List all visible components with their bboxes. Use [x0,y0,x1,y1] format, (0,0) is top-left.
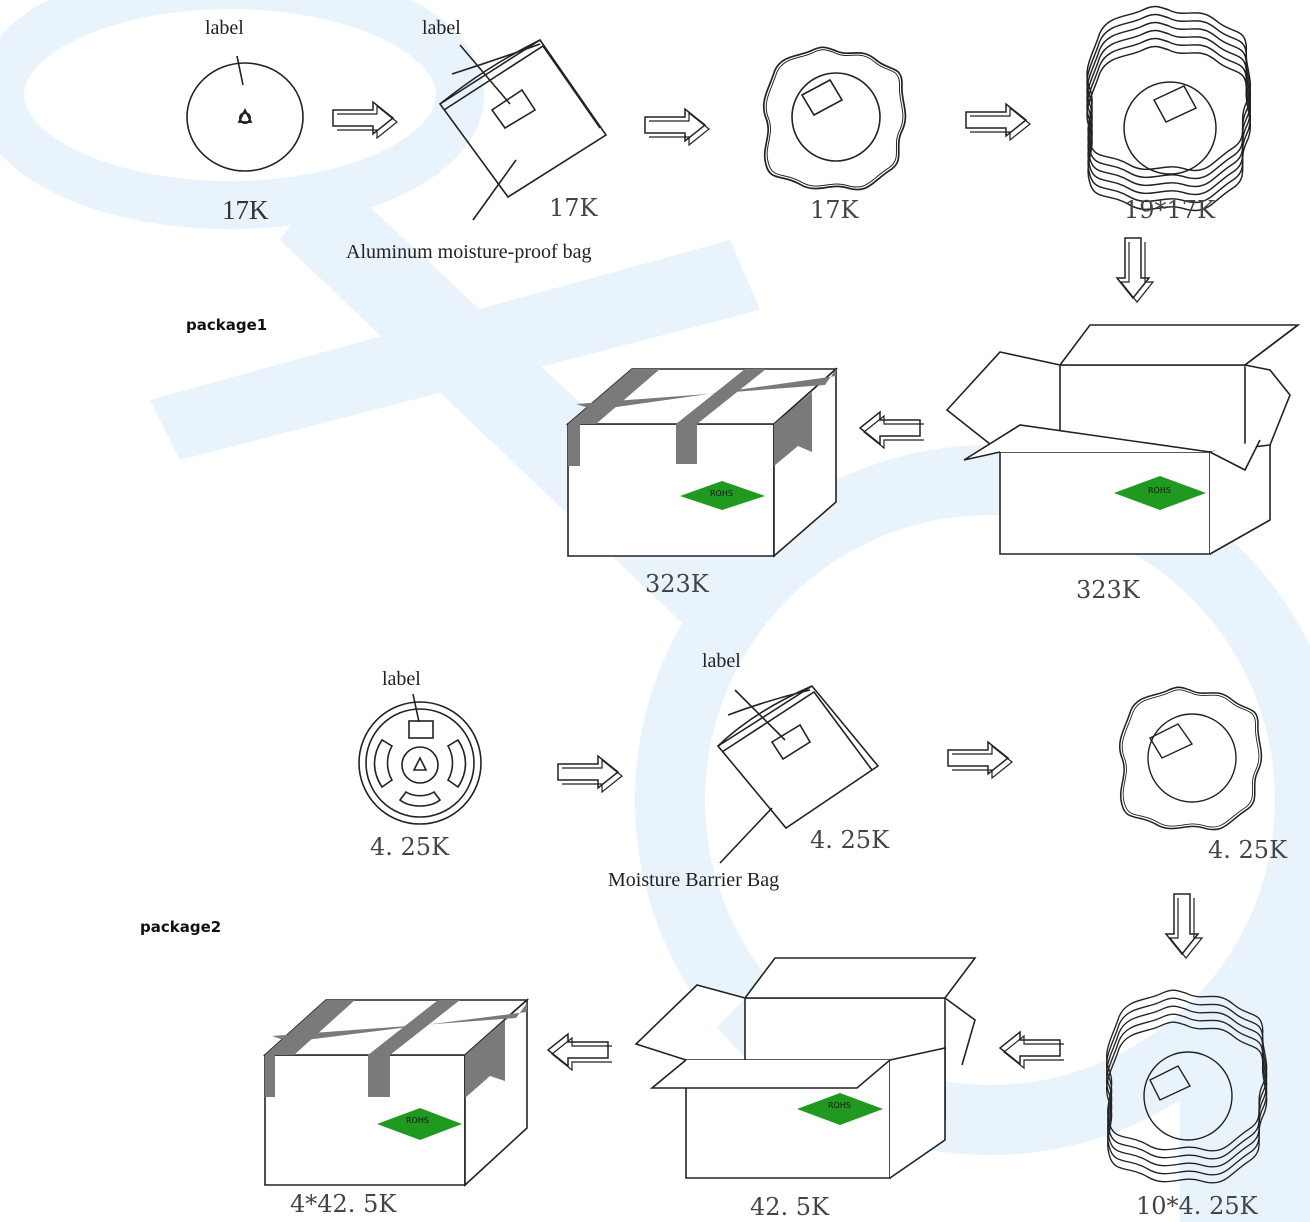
stack-1-qty: 19*17K [1124,196,1216,224]
stack-2-qty: 10*4. 25K [1136,1192,1259,1220]
flow-arrow-1b [644,108,710,146]
flow-arrow-1c [965,103,1031,141]
package2-title: package2 [140,918,221,936]
closed-box-1-mark: ROHS [710,489,733,498]
closed-box-1-qty: 323K [645,570,710,598]
bag-1-caption: Aluminum moisture-proof bag [346,241,592,263]
sealed-1-qty: 17K [810,196,860,224]
reel-1 [186,55,304,172]
bag-1-callout: label [422,17,461,39]
open-box-1: ROHS [945,324,1301,555]
flow-arrow-1a [332,101,398,139]
sealed-bag-2 [1118,686,1263,831]
flow-arrow-2e [547,1033,613,1071]
moisture-bag-2 [716,684,880,864]
flow-arrow-2a [557,755,623,793]
bag-1-qty: 17K [549,194,599,222]
bag-2-callout: label [702,650,741,672]
reel-2-qty: 4. 25K [370,833,450,861]
flow-arrow-1d [1116,237,1154,303]
open-box-2: ROHS [634,957,977,1179]
sealed-bag-1 [762,46,907,191]
bag-stack-2 [1105,989,1268,1184]
closed-box-1: ROHS [565,367,839,558]
flow-arrow-1e [859,411,925,449]
open-box-1-mark: ROHS [1148,486,1171,495]
bag-stack-1 [1086,5,1252,212]
bag-2-caption: Moisture Barrier Bag [608,869,779,891]
sealed-2-qty: 4. 25K [1208,836,1288,864]
closed-box-2-qty: 4*42. 5K [290,1190,397,1218]
reel-2-callout: label [382,668,421,690]
flow-arrow-2c [1165,893,1203,959]
reel-2 [358,693,482,825]
open-box-2-mark: ROHS [828,1101,851,1110]
open-box-1-qty: 323K [1076,576,1141,604]
open-box-2-qty: 42. 5K [750,1193,830,1221]
reel-1-callout: label [205,17,244,39]
package1-title: package1 [186,316,267,334]
reel-1-qty: 17K [222,195,269,225]
moisture-bag-1 [438,38,608,221]
closed-box-2: ROHS [262,998,530,1187]
closed-box-2-mark: ROHS [406,1116,429,1125]
flow-arrow-2d [999,1031,1065,1069]
bag-2-qty: 4. 25K [810,826,890,854]
flow-arrow-2b [947,741,1013,779]
